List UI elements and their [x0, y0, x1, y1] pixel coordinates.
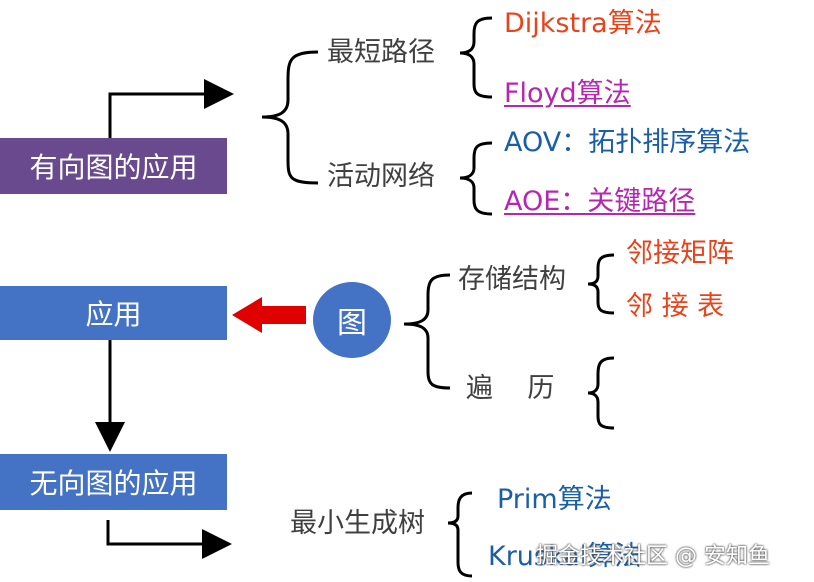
watermark-text: 掘金技术社区 @ 安知鱼 — [536, 544, 770, 569]
shortest-path-label: 最短路径 — [327, 37, 435, 68]
adjacency-matrix-label: 邻接矩阵 — [626, 238, 734, 269]
mst-label: 最小生成树 — [290, 508, 425, 539]
undirected-connector-arrow — [106, 520, 232, 559]
activity-network-label: 活动网络 — [327, 161, 435, 192]
brace-storage — [587, 253, 615, 315]
brace-directed — [261, 50, 319, 185]
application-box: 应用 — [0, 286, 227, 340]
adjacency-list-label: 邻 接 表 — [626, 291, 725, 322]
floyd-label: Floyd算法 — [504, 78, 631, 109]
aoe-label: AOE：关键路径 — [504, 186, 696, 217]
brace-graph — [403, 273, 451, 390]
aov-label: AOV：拓扑排序算法 — [504, 127, 751, 158]
brace-shortest — [459, 16, 493, 99]
brace-mst — [447, 491, 473, 578]
directed-graph-application-box: 有向图的应用 — [0, 138, 227, 194]
directed-connector-arrow — [108, 79, 234, 140]
storage-structure-label: 存储结构 — [458, 264, 566, 295]
kruskal-label: Kruskal算法 — [488, 541, 642, 572]
brace-traversal — [587, 356, 615, 430]
red-arrow — [232, 297, 306, 333]
undirected-graph-application-box: 无向图的应用 — [0, 454, 227, 510]
prim-label: Prim算法 — [497, 484, 612, 515]
brace-activity — [459, 141, 493, 216]
dijkstra-label: Dijkstra算法 — [504, 8, 662, 39]
graph-node: 图 — [313, 282, 391, 358]
traversal-label: 遍 历 — [466, 373, 555, 404]
